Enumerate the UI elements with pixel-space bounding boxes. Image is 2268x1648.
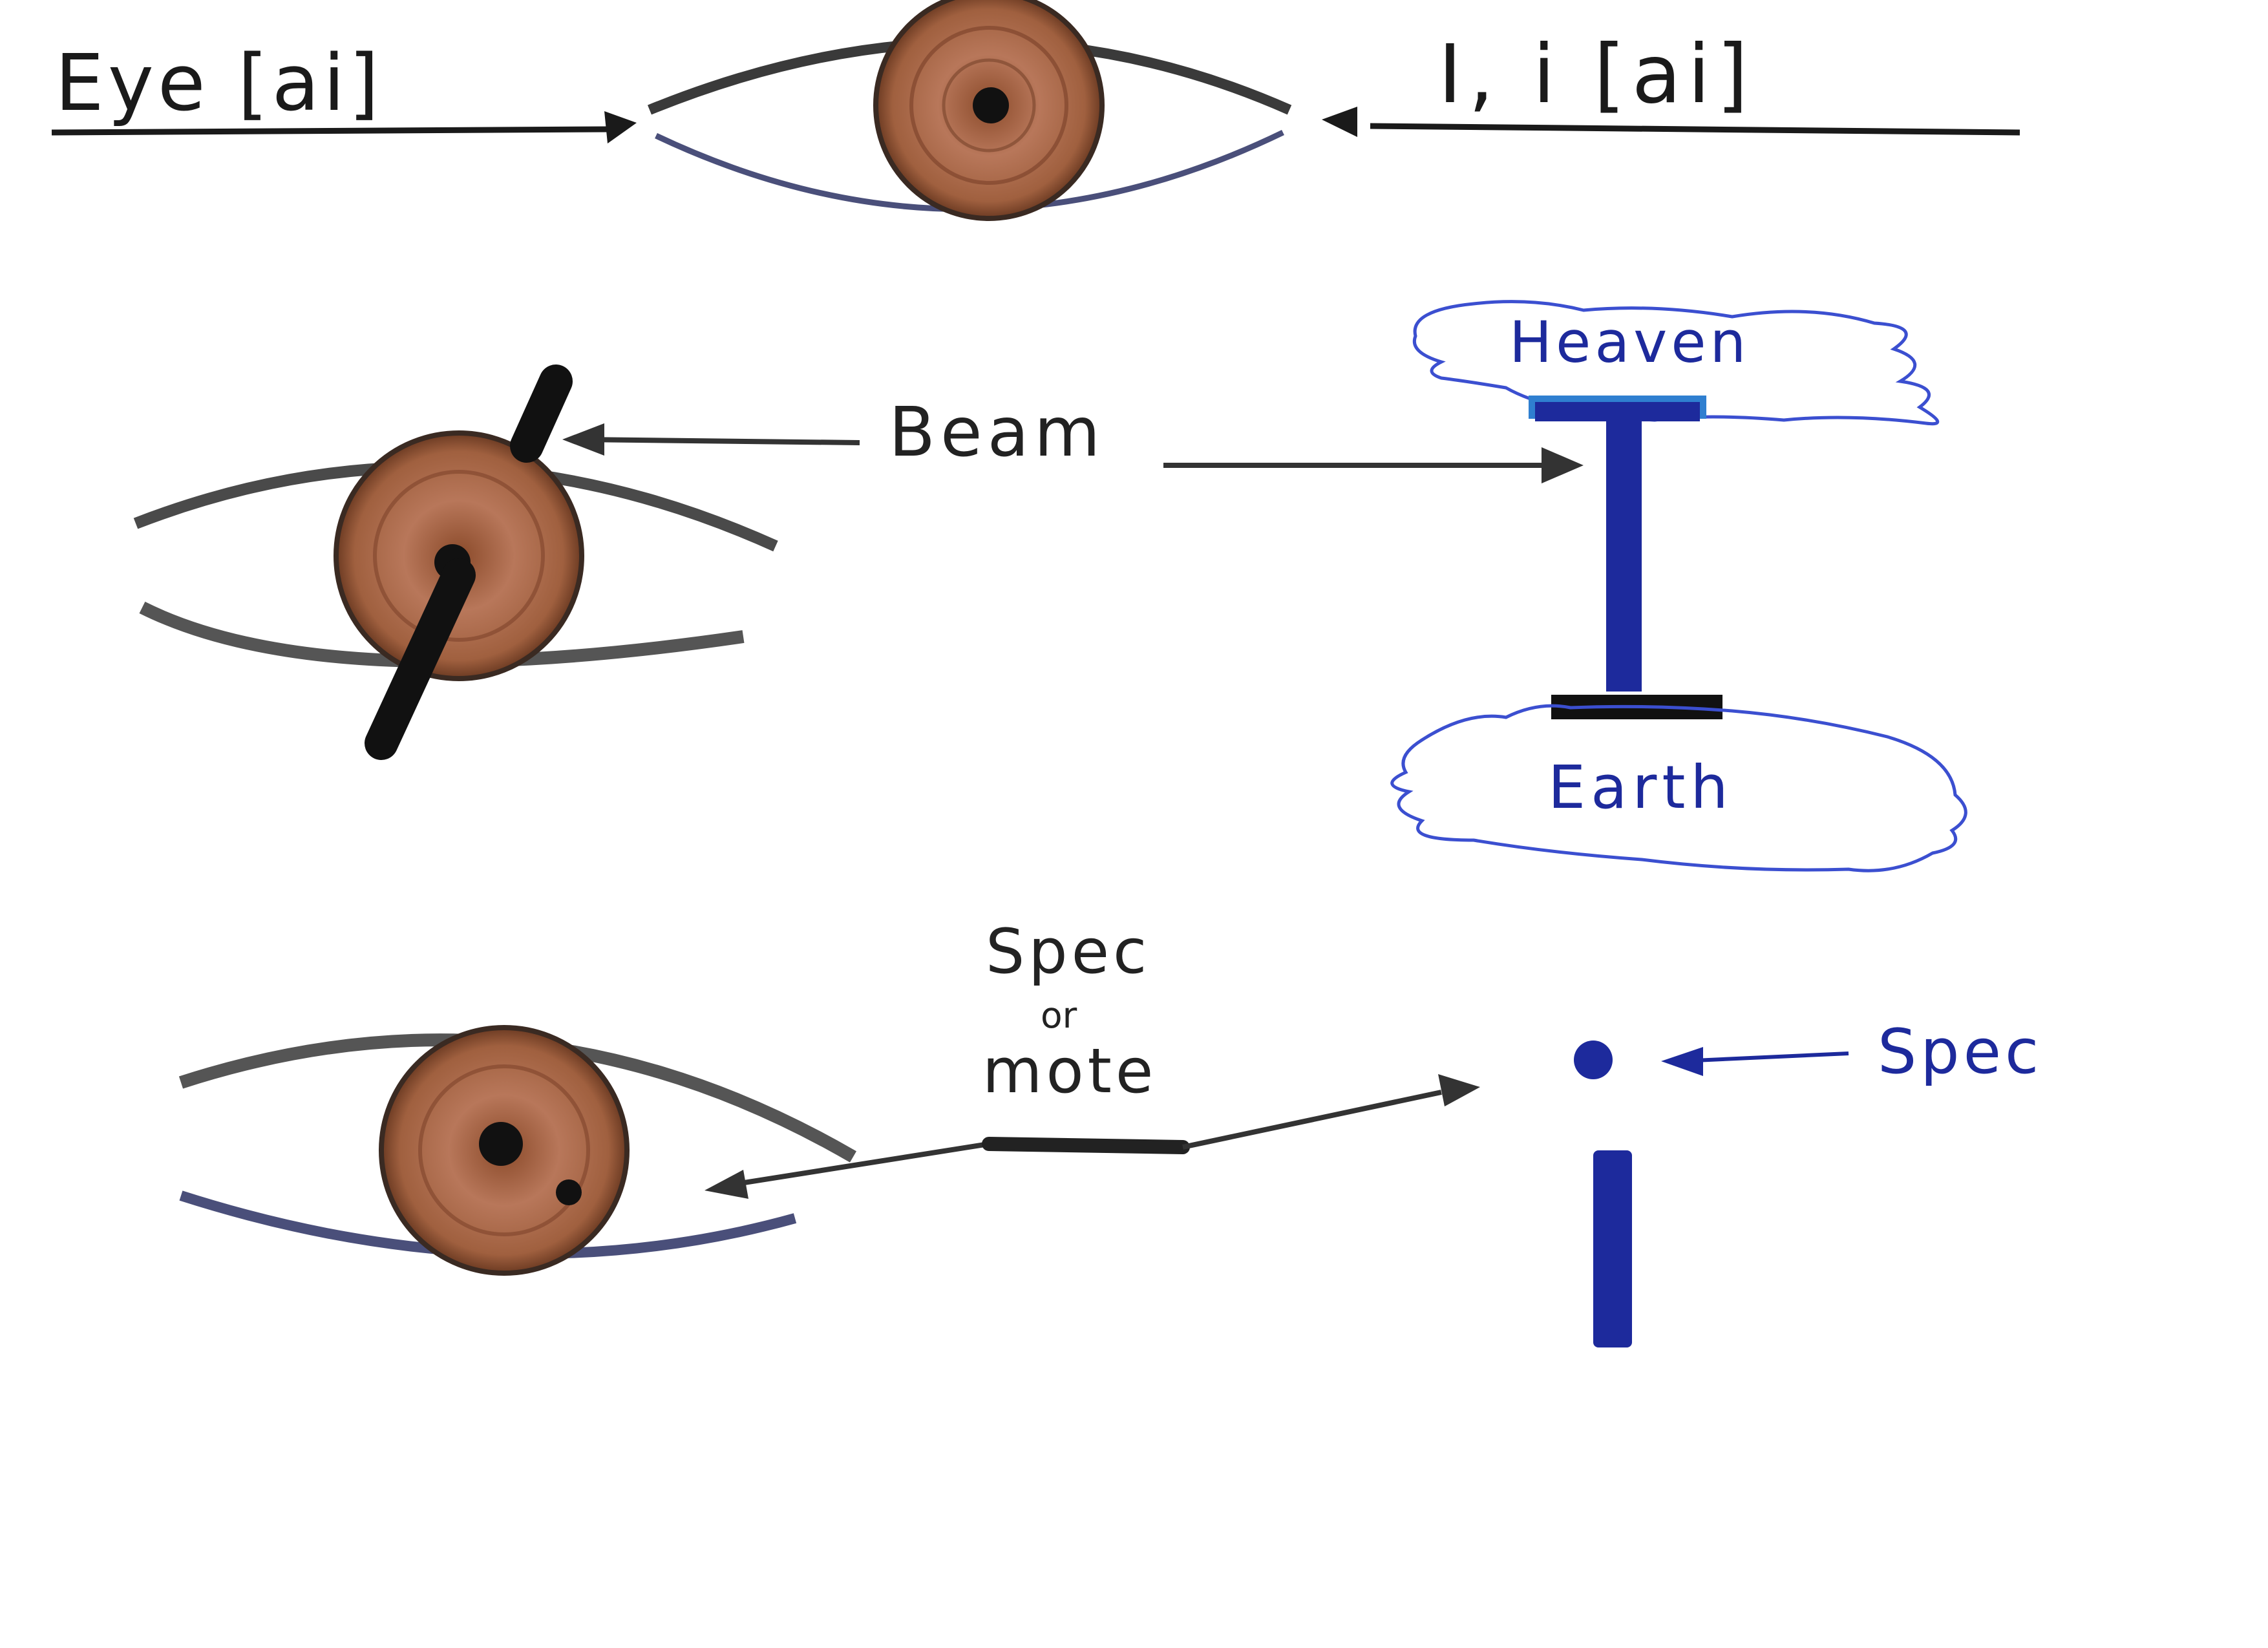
earth-cloud: Earth [1390, 704, 1967, 872]
mote-dot [556, 1179, 582, 1205]
beam-stick-lower [365, 558, 476, 760]
lowercase-i [1574, 1041, 1632, 1347]
i-word-underline-arrow [1370, 123, 2020, 136]
arrow-head-right-icon [1438, 1074, 1480, 1106]
heaven-label: Heaven [1509, 309, 1750, 375]
i-stem [1593, 1150, 1632, 1347]
lower-lid [139, 602, 745, 668]
mote-eye [178, 1025, 857, 1276]
top-eye [647, 0, 1292, 221]
arrow-head-right-icon [1542, 447, 1584, 483]
mote-stick [982, 1137, 1190, 1154]
eye-word-label: Eye [ai] [55, 39, 383, 129]
arrow-head-left-icon [705, 1170, 748, 1199]
spec-or-mote-word-1: Spec [986, 916, 1150, 988]
beam-arrow-right [1163, 447, 1584, 483]
i-dot [1574, 1041, 1613, 1079]
beam-arrow-left [562, 423, 860, 456]
spec-label: Spec [1878, 1017, 2042, 1088]
beam-stick-upper [510, 364, 573, 463]
eye-word-underline-arrow [51, 126, 608, 136]
title-eye-word: Eye [ai] [51, 39, 637, 143]
spec-or-mote-label: Spec or mote [982, 916, 1157, 1107]
mote-arrow [705, 1074, 1480, 1199]
spec-or-mote-word-3: mote [982, 1036, 1157, 1107]
spec-arrow [1661, 1047, 1849, 1076]
arrow-head-left-icon [1322, 107, 1357, 137]
arrow-head-right-icon [604, 111, 637, 143]
capital-i-pillar [1529, 396, 1722, 719]
spec-or-mote-word-2: or [1041, 995, 1077, 1036]
heaven-cloud: Heaven [1413, 300, 1940, 426]
pupil [479, 1122, 523, 1166]
pupil [973, 87, 1009, 123]
earth-label: Earth [1548, 753, 1733, 822]
beam-eye [133, 364, 778, 760]
arrow-head-left-icon [562, 423, 604, 456]
title-i-word: I, i [ai] [1322, 28, 2020, 137]
beam-label: Beam [889, 393, 1105, 472]
i-word-label: I, i [ai] [1438, 28, 1755, 121]
arrow-head-left-icon [1661, 1047, 1703, 1076]
